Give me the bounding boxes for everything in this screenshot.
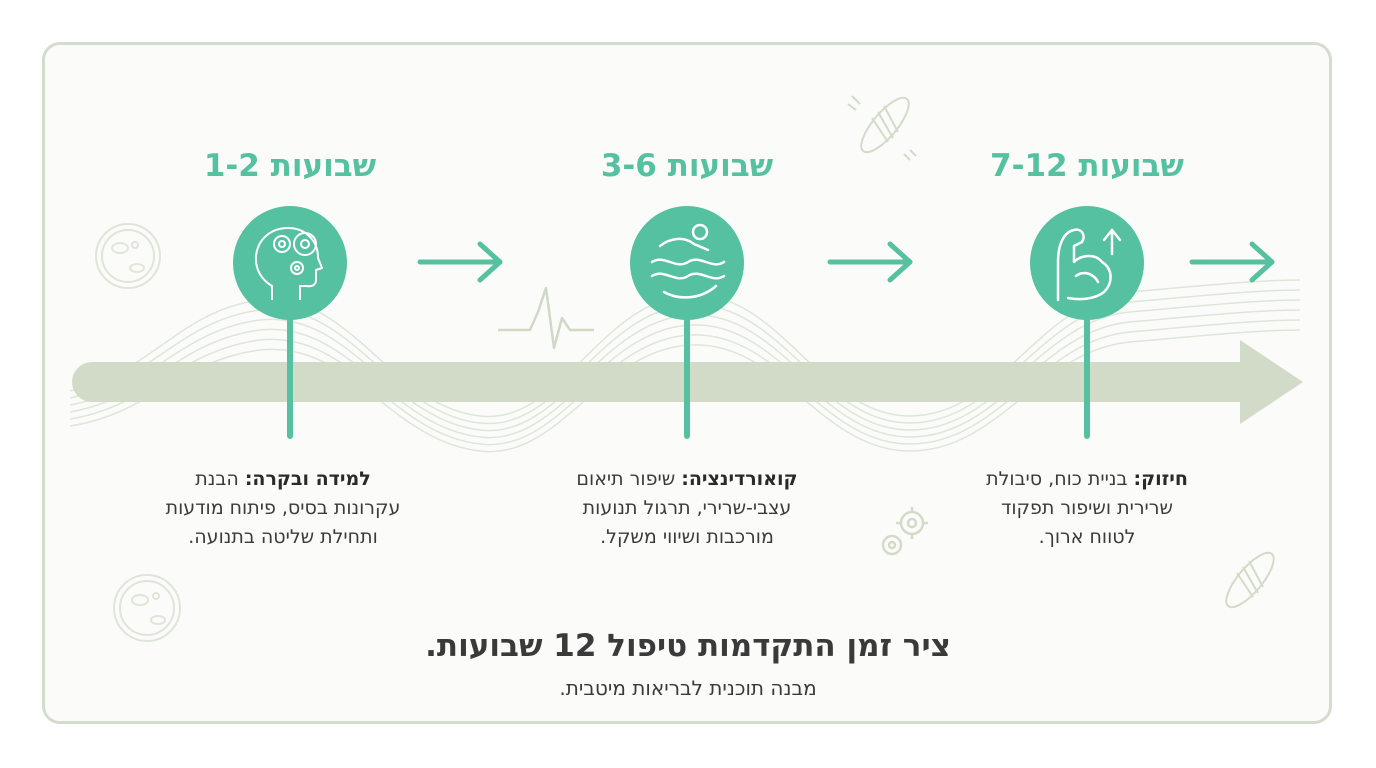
phase-2-description: קואורדינציה: שיפור תיאום עצבי-שרירי, תרג… (537, 465, 837, 552)
phase-2-label: קואורדינציה: (681, 468, 798, 490)
coordination-hands-icon (650, 223, 726, 299)
phase-1-label: למידה ובקרה: (244, 468, 371, 490)
phase-3-label: חיזוק: (1133, 468, 1188, 490)
muscle-icon (847, 95, 917, 161)
phase-1-line-1: למידה ובקרה: הבנת (195, 468, 371, 490)
phase-3-line-3: לטווח ארוך. (1038, 526, 1136, 548)
phase-2-line-3: מורכבות ושיווי משקל. (600, 526, 774, 548)
phase-1-line-3: ותחילת שליטה בתנועה. (188, 526, 378, 548)
progress-arrow (417, 241, 503, 283)
phase-2-line-1: קואורדינציה: שיפור תיאום (576, 468, 798, 490)
phase-3-line-2: שרירית ושיפור תפקוד (1000, 497, 1173, 519)
phase-marker (630, 206, 744, 439)
infographic-title: ציר זמן התקדמות טיפול 12 שבועות. (425, 628, 951, 664)
phase-marker (1030, 206, 1144, 439)
phase-2-title: שבועות 3-6 (600, 148, 774, 184)
phase-2-line-2: עצבי-שרירי, תרגול תנועות (582, 497, 792, 519)
phase-3-title: שבועות 7-12 (990, 148, 1184, 184)
heartbeat-icon (498, 286, 594, 350)
head-gears-icon (254, 227, 323, 300)
cell-icon (95, 223, 161, 289)
phase-1-description: למידה ובקרה: הבנת עקרונות בסיס, פיתוח מו… (133, 465, 433, 552)
infographic-subtitle: מבנה תוכנית לבריאות מיטבית. (559, 676, 817, 700)
progress-arrow (1189, 241, 1275, 283)
cell-icon (113, 574, 181, 642)
phase-1-title: שבועות 1-2 (203, 148, 377, 184)
phase-marker (233, 206, 347, 439)
phase-3-line-1: חיזוק: בניית כוח, סיבולת (986, 468, 1188, 490)
phase-1-line-2: עקרונות בסיס, פיתוח מודעות (165, 497, 401, 519)
muscle-icon (1225, 551, 1275, 609)
flexed-arm-icon (1056, 228, 1122, 302)
progress-arrow (827, 241, 913, 283)
phase-3-description: חיזוק: בניית כוח, סיבולת שרירית ושיפור ת… (937, 465, 1237, 552)
gears-decor-icon (881, 507, 928, 556)
